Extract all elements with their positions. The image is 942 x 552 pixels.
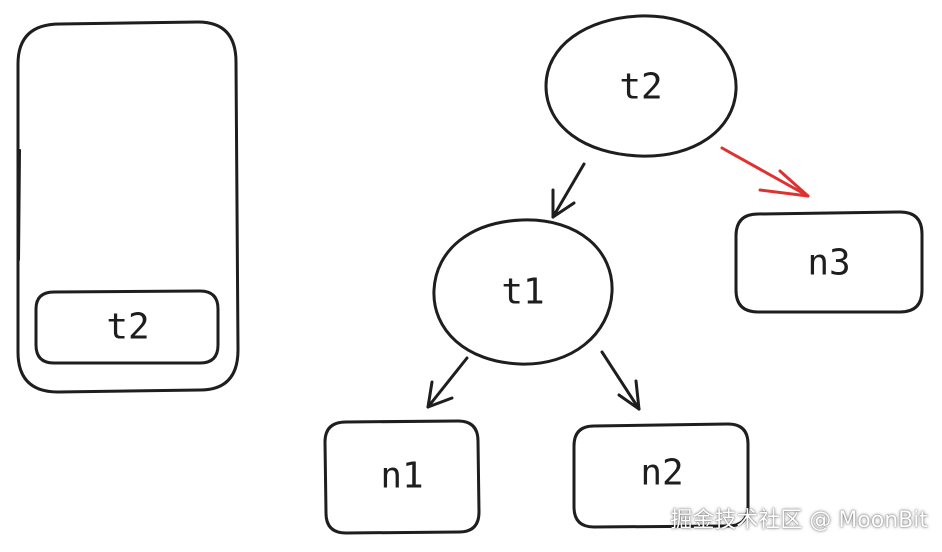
stack-item-t2: t2 [34,289,220,365]
node-n3-label: n3 [807,243,850,284]
node-n1: n1 [323,419,481,535]
node-n3: n3 [734,210,924,314]
watermark-text: 掘金技术社区 @ MoonBit [670,508,928,533]
node-n2-label: n2 [640,453,683,494]
stack-container [16,20,240,394]
edge-t1-n1 [426,356,469,409]
stack-item-label: t2 [106,307,149,348]
node-t1-label: t1 [501,272,544,313]
node-n2: n2 [572,422,750,529]
node-t2: t2 [544,14,738,158]
node-t1: t1 [432,218,614,366]
edge-t2-n3 [720,146,810,198]
node-n1-label: n1 [380,456,423,497]
edge-t2-t1 [551,162,586,219]
node-t2-label: t2 [619,67,662,108]
edge-t1-n2 [600,350,641,411]
